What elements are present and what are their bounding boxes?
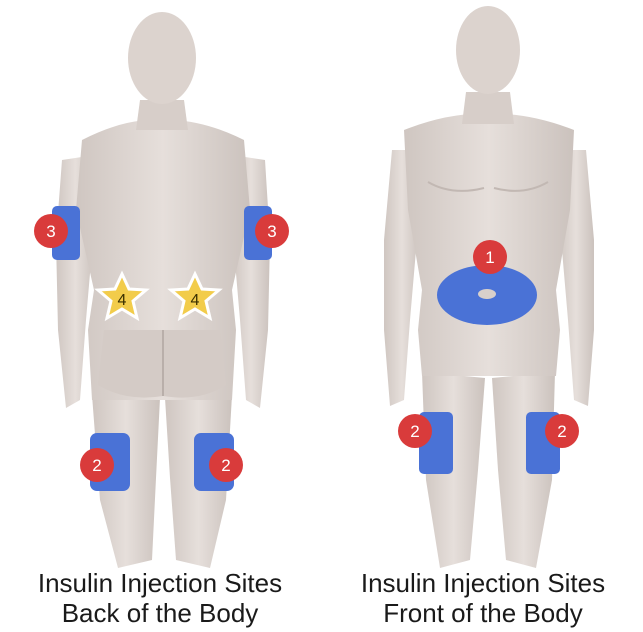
- svg-text:2: 2: [410, 422, 419, 441]
- navel: [478, 289, 496, 299]
- marker-3-back-right: 3: [255, 214, 289, 248]
- svg-text:2: 2: [92, 456, 101, 475]
- caption-front-line2: Front of the Body: [323, 598, 643, 628]
- svg-text:2: 2: [221, 456, 230, 475]
- caption-front-line1: Insulin Injection Sites: [323, 568, 643, 598]
- back-body-figure: [56, 12, 270, 568]
- caption-back: Insulin Injection Sites Back of the Body: [0, 568, 320, 628]
- caption-front: Insulin Injection Sites Front of the Bod…: [323, 568, 643, 628]
- caption-back-line2: Back of the Body: [0, 598, 320, 628]
- marker-3-back-left: 3: [34, 214, 68, 248]
- svg-text:3: 3: [267, 222, 276, 241]
- marker-1-abdomen: 1: [473, 240, 507, 274]
- svg-text:3: 3: [46, 222, 55, 241]
- marker-2-front-left: 2: [398, 414, 432, 448]
- marker-2-back-right: 2: [209, 448, 243, 482]
- caption-back-line1: Insulin Injection Sites: [0, 568, 320, 598]
- svg-text:4: 4: [191, 292, 200, 309]
- marker-2-back-left: 2: [80, 448, 114, 482]
- svg-text:2: 2: [557, 422, 566, 441]
- marker-2-front-right: 2: [545, 414, 579, 448]
- svg-text:4: 4: [118, 292, 127, 309]
- svg-text:1: 1: [485, 248, 494, 267]
